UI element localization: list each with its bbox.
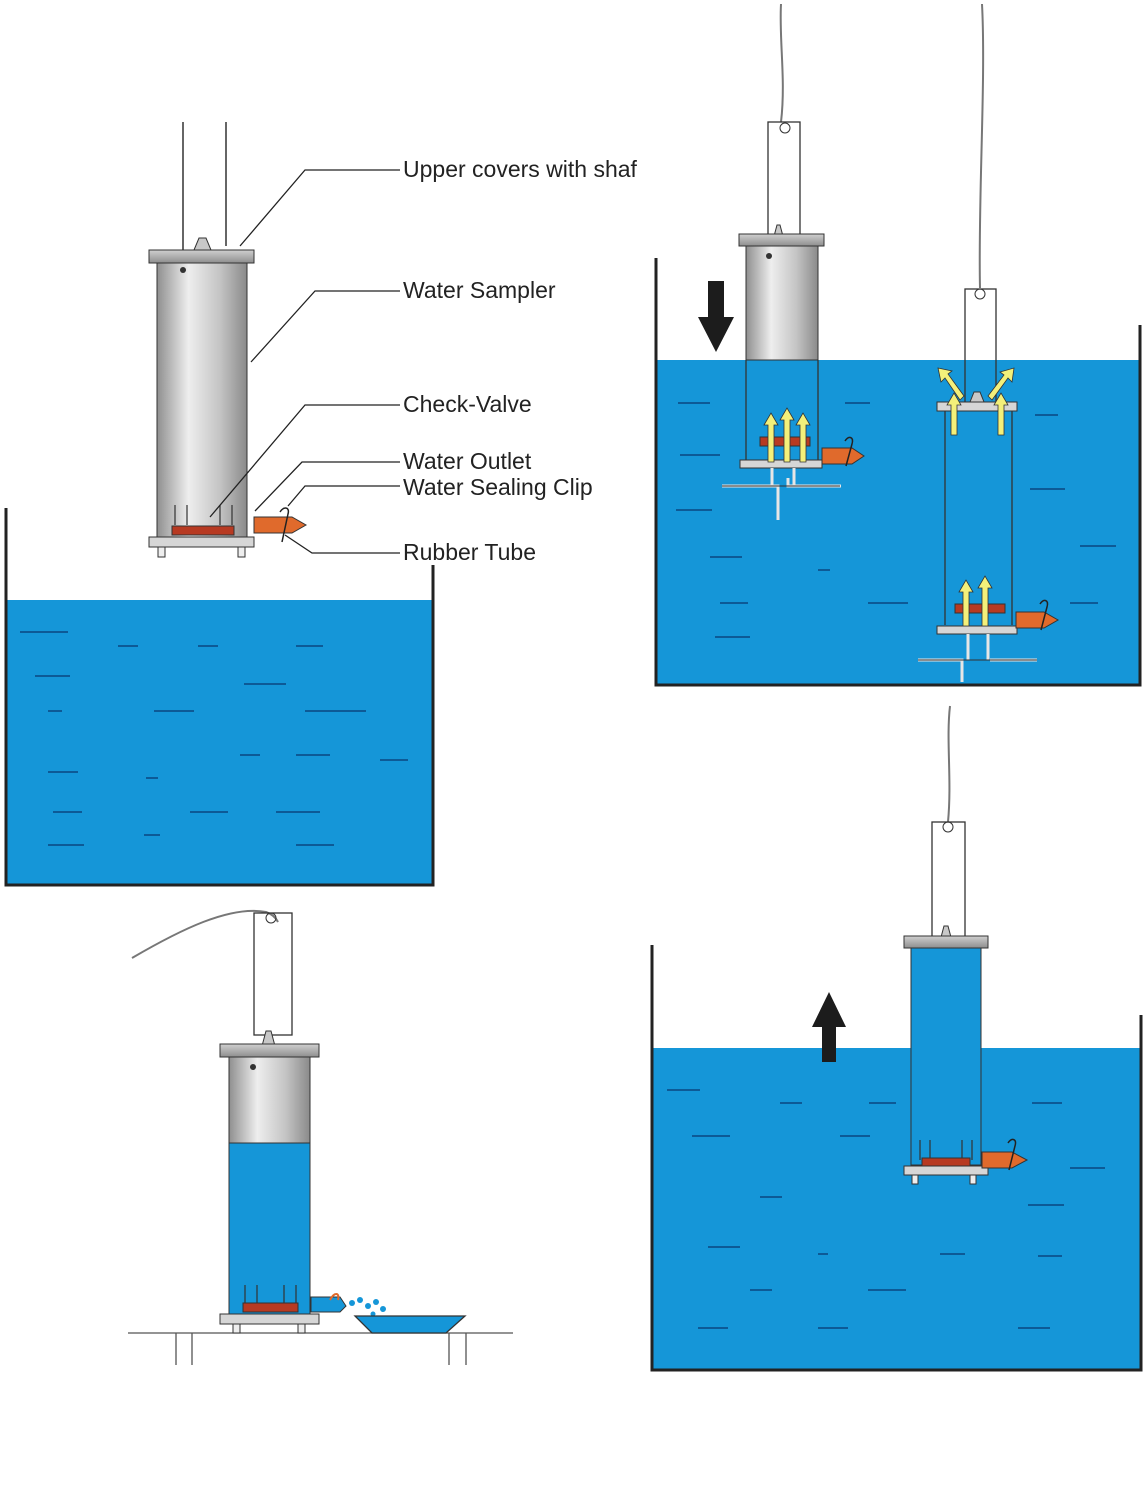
tank-right-bottom [650,945,1143,1372]
tank-right-top [654,258,1142,687]
arrow-down-icon [698,281,734,352]
label-water-sealing-clip: Water Sealing Clip [403,474,593,500]
label-check-valve: Check-Valve [403,391,532,417]
label-water-sampler: Water Sampler [403,277,556,303]
sampler-cylinder [148,122,308,558]
panel-sampler-raising [650,705,1143,1372]
panel-sampler-lowering [654,3,1142,687]
sampler-raised-filled [903,705,1029,1185]
sampler-right-open [918,3,1060,682]
arrow-up-icon [812,992,846,1062]
collection-tray [353,1315,467,1334]
label-water-outlet: Water Outlet [403,448,532,474]
leader-lines [209,169,400,554]
handle-loop [253,912,293,1036]
sampler-filled [219,1030,467,1334]
label-rubber-tube: Rubber Tube [403,539,536,565]
flow-arrows-left [763,407,811,463]
water-stream [349,1297,386,1317]
sampler-left-descending [722,3,865,520]
panel-sampler-draining [128,909,513,1365]
tank-left [4,508,435,887]
label-upper-covers: Upper covers with shaf [403,156,638,182]
bench-surface [128,1332,513,1365]
rope [131,909,279,959]
panel-sampler-labeled: Upper covers with shaf Water Sampler Che… [4,122,638,887]
